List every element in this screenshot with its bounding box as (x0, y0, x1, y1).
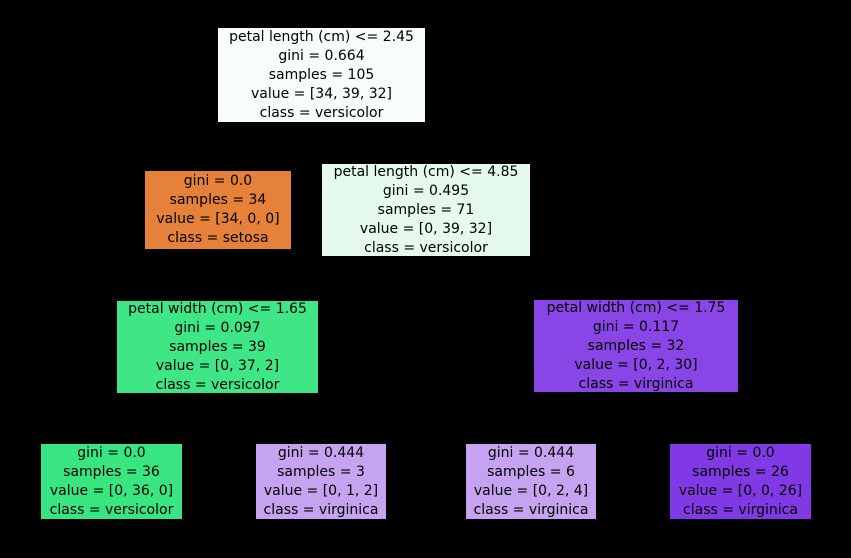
node-gini: gini = 0.495 (382, 182, 470, 199)
tree-node-virginica-leaf: gini = 0.0 samples = 26 value = [0, 0, 2… (669, 443, 812, 520)
node-gini: gini = 0.444 (277, 444, 365, 461)
node-class: class = versicolor (364, 239, 488, 256)
node-value: value = [34, 0, 0] (156, 211, 280, 227)
tree-node-versicolor-leaf: gini = 0.0 samples = 36 value = [0, 36, … (40, 443, 183, 520)
node-split-condition: petal length (cm) <= 4.85 (333, 163, 519, 180)
node-class: class = virginica (473, 501, 589, 518)
node-value: value = [0, 37, 2] (155, 357, 280, 374)
node-split-condition: petal width (cm) <= 1.65 (128, 300, 307, 317)
node-samples: samples = 26 (692, 463, 789, 480)
node-class: class = versicolor (155, 376, 280, 393)
node-class: class = setosa (167, 230, 269, 246)
tree-node-root: petal length (cm) <= 2.45 gini = 0.664 s… (217, 27, 426, 123)
tree-node-petal-length-split: petal length (cm) <= 4.85 gini = 0.495 s… (321, 163, 531, 257)
node-split-condition: petal length (cm) <= 2.45 (229, 28, 414, 45)
node-gini: gini = 0.0 (706, 444, 775, 461)
tree-node-petal-width-165-split: petal width (cm) <= 1.65 gini = 0.097 sa… (116, 300, 319, 394)
node-class: class = virginica (578, 375, 694, 392)
tree-node-setosa-leaf: gini = 0.0 samples = 34 value = [34, 0, … (144, 170, 292, 250)
node-samples: samples = 39 (169, 338, 266, 355)
node-gini: gini = 0.444 (487, 444, 575, 461)
node-value: value = [0, 39, 32] (359, 220, 493, 237)
node-class: class = versicolor (259, 104, 384, 121)
node-value: value = [34, 39, 32] (250, 85, 393, 102)
node-class: class = virginica (683, 501, 798, 518)
tree-node-virginica-leaf-samples-6: gini = 0.444 samples = 6 value = [0, 2, … (465, 443, 597, 520)
node-samples: samples = 34 (169, 192, 267, 208)
node-samples: samples = 71 (377, 201, 475, 218)
node-gini: gini = 0.0 (183, 173, 253, 189)
node-samples: samples = 105 (268, 66, 375, 83)
node-class: class = virginica (263, 501, 379, 518)
tree-node-petal-width-175-split: petal width (cm) <= 1.75 gini = 0.117 sa… (533, 299, 739, 393)
node-value: value = [0, 2, 30] (574, 356, 698, 373)
node-gini: gini = 0.117 (592, 318, 680, 335)
node-value: value = [0, 2, 4] (473, 482, 589, 499)
node-gini: gini = 0.0 (77, 444, 146, 461)
node-value: value = [0, 1, 2] (263, 482, 379, 499)
tree-node-virginica-leaf-samples-3: gini = 0.444 samples = 3 value = [0, 1, … (255, 443, 387, 520)
node-samples: samples = 32 (587, 337, 685, 354)
node-gini: gini = 0.097 (174, 319, 261, 336)
node-samples: samples = 6 (487, 463, 575, 480)
node-samples: samples = 36 (63, 463, 160, 480)
node-value: value = [0, 0, 26] (678, 482, 803, 499)
node-value: value = [0, 36, 0] (49, 482, 174, 499)
node-gini: gini = 0.664 (278, 47, 365, 64)
node-class: class = versicolor (49, 501, 174, 518)
node-split-condition: petal width (cm) <= 1.75 (546, 299, 726, 316)
node-samples: samples = 3 (277, 463, 365, 480)
